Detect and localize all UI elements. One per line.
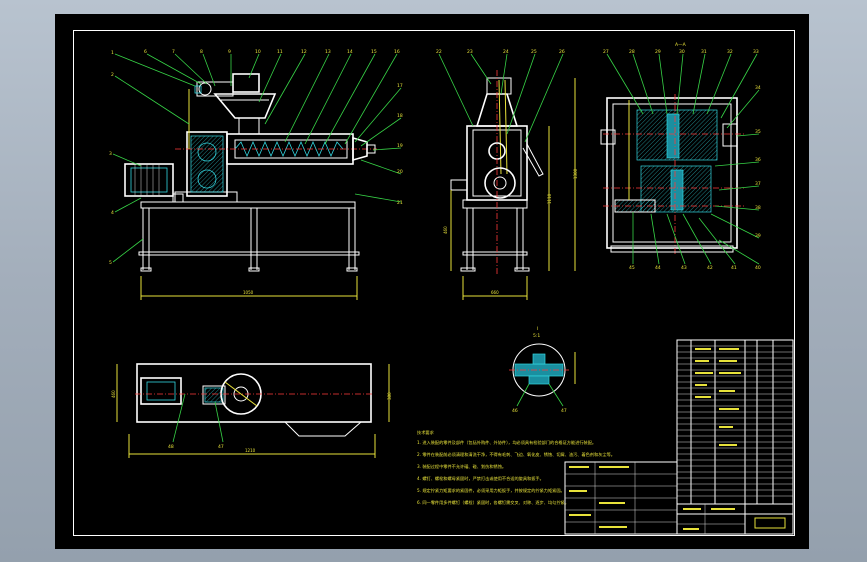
front-part-label: 6 bbox=[144, 49, 147, 55]
gearbox-section: A—A bbox=[600, 42, 761, 271]
gearbox-part-label: 37 bbox=[755, 181, 761, 187]
side-height-dimension: 1300 bbox=[573, 168, 578, 179]
parts-list-table bbox=[564, 339, 794, 535]
front-part-label: 21 bbox=[397, 200, 403, 206]
gearbox-part-label: 38 bbox=[755, 205, 761, 211]
detail-scale: 5:1 bbox=[533, 333, 540, 339]
tech-line: 3. 装配过程中零件不允许磕、碰、划伤和锈蚀。 bbox=[417, 463, 506, 470]
tech-requirements: 技术要求 1. 进入装配的零件及部件（包括外购件、外协件），均必须具有检验部门的… bbox=[417, 429, 615, 506]
detail-part-label: 47 bbox=[561, 408, 567, 414]
front-part-label: 13 bbox=[325, 49, 331, 55]
front-part-label: 5 bbox=[109, 260, 112, 266]
tech-line: 2. 零件在装配前必须清理和清洗干净，不得有毛刺、飞边、氧化皮、锈蚀、切屑、油污… bbox=[417, 451, 615, 458]
plan-part-label: 48 bbox=[168, 444, 174, 450]
side-height-dimension: 1110 bbox=[547, 193, 552, 204]
detail-part-label: 46 bbox=[512, 408, 518, 414]
tech-heading: 技术要求 bbox=[417, 429, 435, 436]
plan-width-dimension: 460 bbox=[111, 390, 116, 398]
gearbox-part-label: 31 bbox=[701, 49, 707, 55]
plan-length-dimension: 1210 bbox=[245, 448, 256, 453]
gearbox-part-label: 44 bbox=[655, 265, 661, 271]
gearbox-part-label: 43 bbox=[681, 265, 687, 271]
gearbox-part-label: 36 bbox=[755, 157, 761, 163]
side-part-label: 24 bbox=[503, 49, 509, 55]
front-part-label: 15 bbox=[371, 49, 377, 55]
gearbox-part-label: 30 bbox=[679, 49, 685, 55]
side-part-label: 22 bbox=[436, 49, 442, 55]
tech-line: 4. 螺钉、螺栓和螺母紧固时，严禁打击或使用不合适的旋具和扳手。 bbox=[417, 475, 544, 482]
side-part-label: 25 bbox=[531, 49, 537, 55]
drawing-border bbox=[73, 30, 795, 536]
front-part-label: 9 bbox=[228, 49, 231, 55]
side-part-label: 26 bbox=[559, 49, 565, 55]
front-part-label: 14 bbox=[347, 49, 353, 55]
front-part-label: 11 bbox=[277, 49, 283, 55]
gearbox-part-label: 40 bbox=[755, 265, 761, 271]
side-height-dimension: 460 bbox=[443, 226, 448, 234]
front-part-label: 17 bbox=[397, 83, 403, 89]
plan-side-dimension: 380 bbox=[387, 392, 392, 400]
gearbox-part-label: 33 bbox=[753, 49, 759, 55]
plan-view: 48 47 1210 460 380 bbox=[111, 363, 392, 458]
front-length-dimension: 1050 bbox=[243, 290, 254, 295]
front-part-label: 12 bbox=[301, 49, 307, 55]
gearbox-part-label: 32 bbox=[727, 49, 733, 55]
side-part-label: 23 bbox=[467, 49, 473, 55]
front-part-label: 18 bbox=[397, 113, 403, 119]
gearbox-part-label: 35 bbox=[755, 129, 761, 135]
front-part-label: 2 bbox=[111, 72, 114, 78]
gearbox-part-label: 41 bbox=[731, 265, 737, 271]
front-part-label: 20 bbox=[397, 169, 403, 175]
front-part-label: 4 bbox=[111, 210, 114, 216]
front-view: 1 6 7 8 9 10 11 12 13 14 15 16 17 18 19 … bbox=[109, 49, 403, 300]
gearbox-part-label: 34 bbox=[755, 85, 761, 91]
drawing-sheet: 1 6 7 8 9 10 11 12 13 14 15 16 17 18 19 … bbox=[55, 14, 809, 549]
detail-title: I bbox=[537, 326, 538, 332]
cad-drawing: 1 6 7 8 9 10 11 12 13 14 15 16 17 18 19 … bbox=[109, 42, 794, 535]
front-part-label: 16 bbox=[394, 49, 400, 55]
front-part-label: 7 bbox=[172, 49, 175, 55]
tech-line: 1. 进入装配的零件及部件（包括外购件、外协件），均必须具有检验部门的合格证方能… bbox=[417, 439, 596, 446]
tech-line: 5. 规定拧紧力矩要求的紧固件，必须采用力矩扳手，并按规定的拧紧力矩紧固。 bbox=[417, 487, 565, 494]
side-view: 22 23 24 25 26 660 1300 1110 460 bbox=[436, 49, 578, 300]
gearbox-title: A—A bbox=[675, 42, 687, 48]
front-part-label: 3 bbox=[109, 151, 112, 157]
detail-view: I 5:1 46 47 bbox=[509, 326, 576, 414]
plan-part-label: 47 bbox=[218, 444, 224, 450]
gearbox-part-label: 39 bbox=[755, 233, 761, 239]
front-part-label: 1 bbox=[111, 50, 114, 56]
front-part-label: 10 bbox=[255, 49, 261, 55]
front-part-label: 19 bbox=[397, 143, 403, 149]
tech-line: 6. 同一零件用多件螺钉（螺栓）紧固时，各螺钉需交叉、对称、逐步、均匀拧紧。 bbox=[417, 499, 569, 506]
gearbox-part-label: 42 bbox=[707, 265, 713, 271]
side-width-dimension: 660 bbox=[491, 290, 499, 295]
gearbox-part-label: 28 bbox=[629, 49, 635, 55]
gearbox-part-label: 27 bbox=[603, 49, 609, 55]
front-part-label: 8 bbox=[200, 49, 203, 55]
gearbox-part-label: 29 bbox=[655, 49, 661, 55]
gearbox-part-label: 45 bbox=[629, 265, 635, 271]
